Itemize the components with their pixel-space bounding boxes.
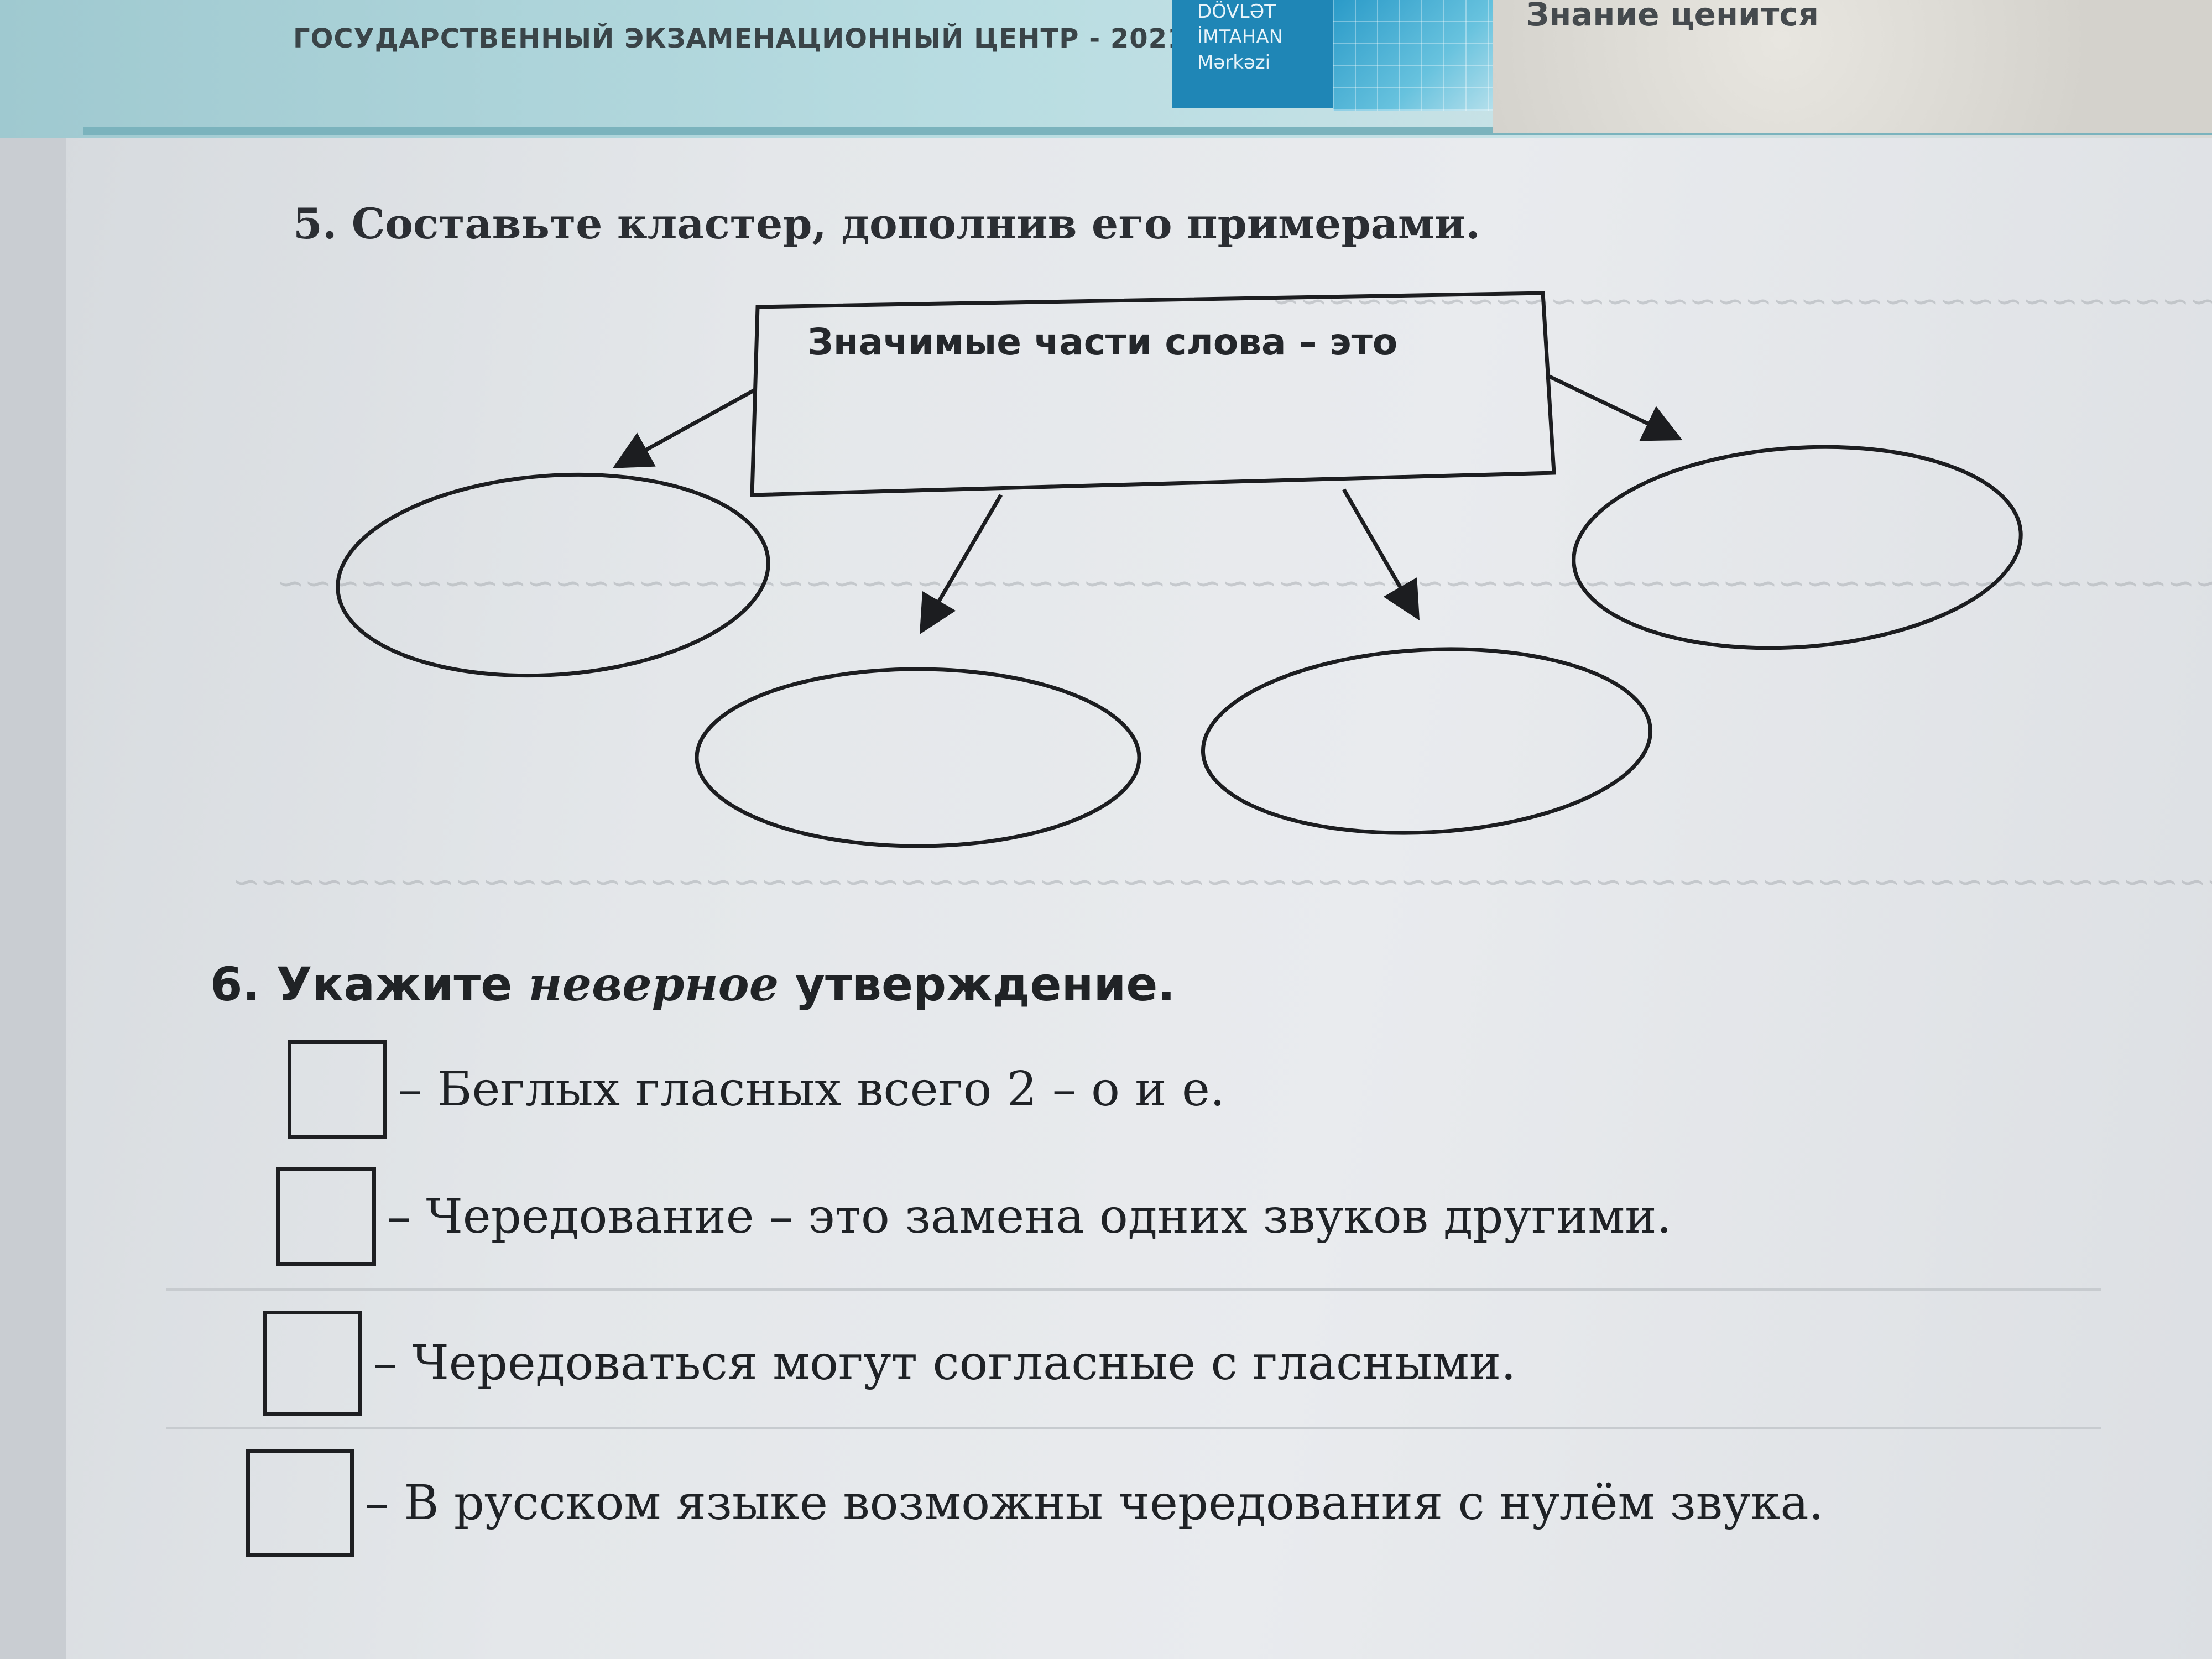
mosaic-pattern [1333,0,1499,111]
ornament-pattern [1493,0,2212,133]
header-slogan: Знание ценится [1526,0,1819,33]
cluster-center-label: Значимые части слова – это [807,321,1398,363]
exam-center-title: ГОСУДАРСТВЕННЫЙ ЭКЗАМЕНАЦИОННЫЙ ЦЕНТР - … [293,23,1187,54]
option-4: – В русском языке возможны чередования с… [246,1449,1824,1557]
task-5-title: 5. Составьте кластер, дополнив его приме… [293,199,1480,248]
option-1-text: – Беглых гласных всего 2 – о и е. [398,1062,1225,1117]
page-rule [166,1288,2101,1291]
option-3: – Чередоваться могут согласные с гласным… [263,1311,1516,1416]
page-rule [166,1427,2101,1429]
option-3-text: – Чередоваться могут согласные с гласным… [373,1335,1516,1391]
logo-line-1: DÖVLƏT [1197,1,1276,23]
answer-oval-2 [695,667,1141,848]
task-6-prefix: Укажите [276,957,513,1011]
task-6-number: 6. [210,957,260,1011]
arrow-to-oval-2 [919,494,1003,635]
arrow-to-oval-1 [612,388,756,468]
exam-center-logo: DÖVLƏT İMTAHAN Mərkəzi [1172,0,1333,108]
logo-line-3: Mərkəzi [1197,51,1271,74]
option-1: – Беглых гласных всего 2 – о и е. [288,1040,1225,1139]
option-2: – Чередование – это замена одних звуков … [276,1167,1672,1266]
option-4-text: – В русском языке возможны чередования с… [365,1475,1824,1531]
center-box [750,291,1556,497]
option-2-text: – Чередование – это замена одних звуков … [387,1189,1672,1244]
arrow-to-oval-3 [1342,488,1420,621]
paper-page [66,0,2212,1659]
option-1-checkbox[interactable] [288,1040,387,1139]
answer-oval-1 [336,472,770,678]
task-6-emphasis: неверное [528,957,779,1011]
task-6-title: 6. Укажите неверное утверждение. [210,957,1175,1011]
logo-line-2: İMTAHAN [1197,26,1284,48]
arrow-to-oval-4 [1547,374,1683,441]
option-4-checkbox[interactable] [246,1449,354,1557]
answer-oval-4 [1572,445,2023,650]
answer-oval-3 [1201,647,1653,835]
option-3-checkbox[interactable] [263,1311,362,1416]
task-6-suffix: утверждение. [795,957,1176,1011]
option-2-checkbox[interactable] [276,1167,376,1266]
